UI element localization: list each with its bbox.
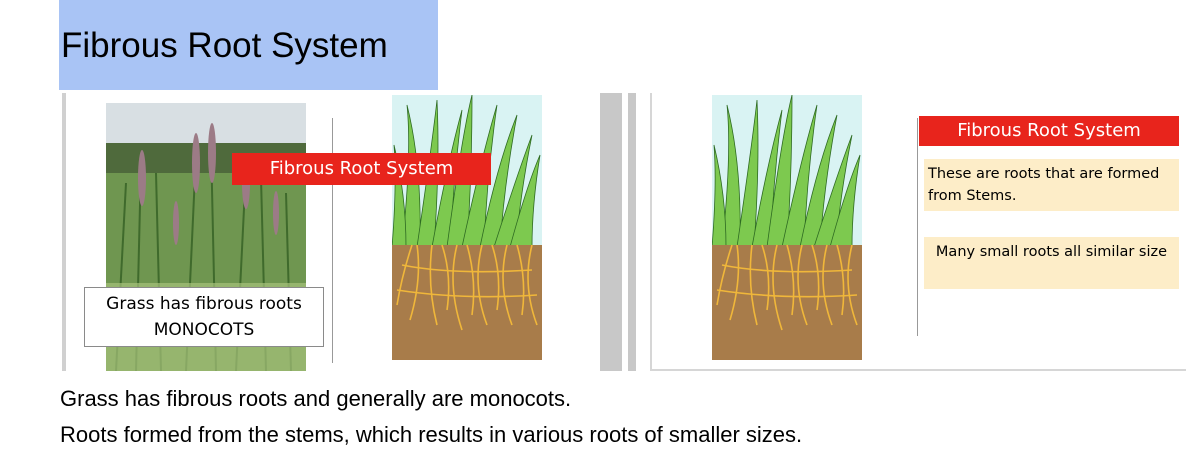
left-banner: Fibrous Root System (232, 153, 491, 185)
right-banner-label: Fibrous Root System (957, 120, 1141, 141)
note-formed-from-stems: These are roots that are formed from Ste… (924, 159, 1179, 211)
grass-caption-box: Grass has fibrous roots MONOCOTS (84, 287, 324, 347)
body-line-2: Roots formed from the stems, which resul… (60, 422, 803, 447)
right-slide-divider (917, 118, 918, 336)
body-line-1: Grass has fibrous roots and generally ar… (60, 386, 572, 411)
note-many-small-roots: Many small roots all similar size (924, 237, 1179, 289)
right-banner: Fibrous Root System (919, 116, 1179, 146)
title-box: Fibrous Root System (59, 0, 438, 90)
slide-right: Fibrous Root System These are roots that… (650, 93, 1186, 371)
fibrous-root-diagram-2 (712, 95, 862, 360)
gutter-bar-1 (600, 93, 622, 371)
left-banner-label: Fibrous Root System (269, 158, 454, 179)
caption-line-1: Grass has fibrous roots (106, 294, 302, 314)
fibrous-root-diagram (392, 95, 542, 360)
caption-line-2: MONOCOTS (153, 320, 255, 340)
gutter-bar-2 (628, 93, 636, 371)
page-title: Fibrous Root System (61, 26, 388, 65)
slide-gutter (600, 93, 650, 371)
slide-divider (332, 118, 333, 363)
